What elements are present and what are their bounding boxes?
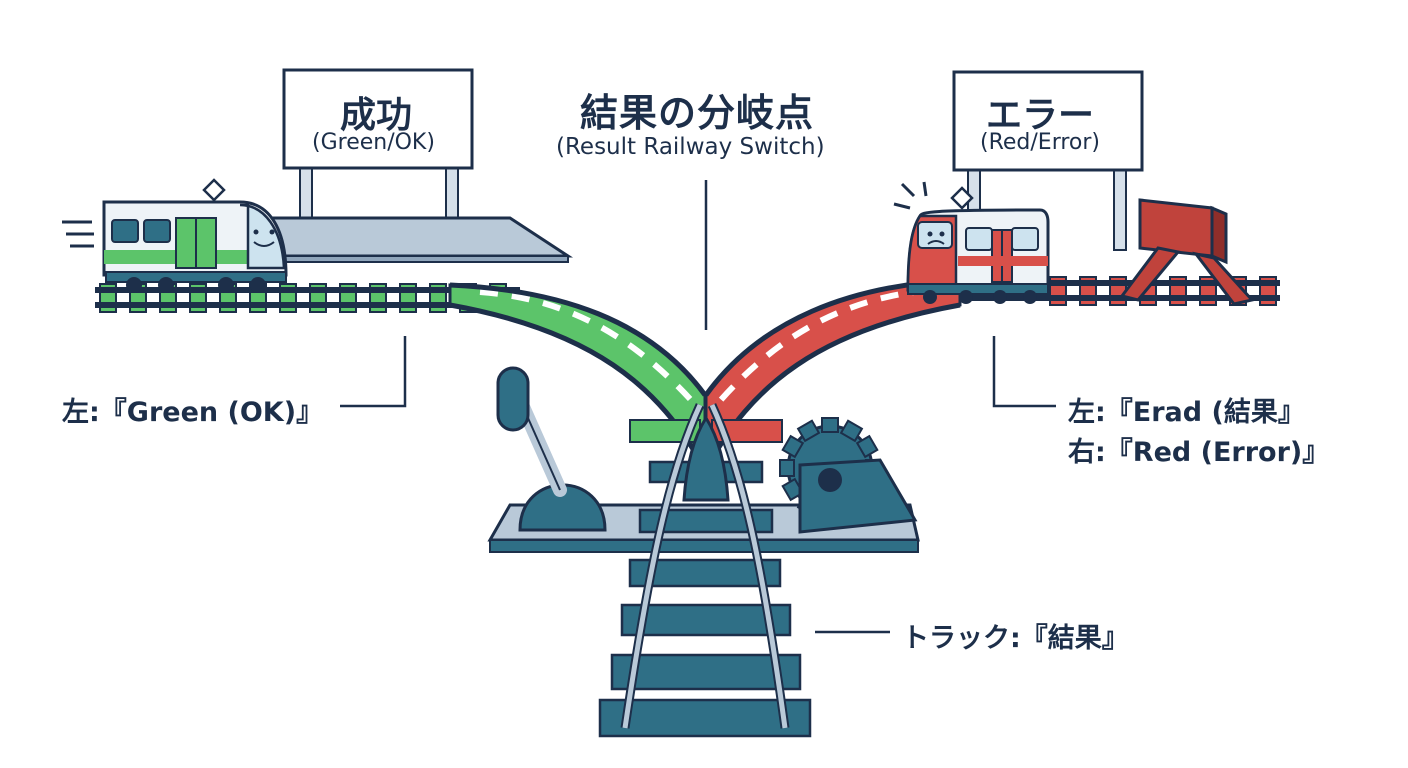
gear-tooth bbox=[779, 459, 795, 477]
error-sign bbox=[952, 70, 1144, 251]
red-track-label-line1: 左:『Erad (結果』 bbox=[1068, 397, 1305, 428]
red-train bbox=[893, 181, 1050, 304]
diagram-title: 結果の分岐点 bbox=[580, 91, 815, 135]
green-branch-track bbox=[448, 282, 708, 472]
rail-tie bbox=[610, 653, 802, 691]
success-sign bbox=[282, 68, 474, 221]
success-sign-title: 成功 bbox=[340, 95, 413, 136]
buffer-stop bbox=[1119, 198, 1255, 306]
station-platform bbox=[268, 216, 574, 263]
gear-tooth bbox=[796, 419, 821, 443]
main-track-label: トラック:『結果』 bbox=[902, 623, 1129, 654]
rail-tie bbox=[638, 508, 774, 534]
error-sign-subtitle: (Red/Error) bbox=[980, 130, 1101, 155]
rail-tie bbox=[598, 698, 812, 738]
success-sign-subtitle: (Green/OK) bbox=[312, 130, 435, 155]
diagram-subtitle: (Result Railway Switch) bbox=[556, 134, 825, 160]
main-track bbox=[598, 403, 812, 738]
green-leader-line bbox=[340, 336, 407, 408]
switch-lever bbox=[496, 366, 607, 532]
red-leader-line bbox=[992, 336, 1056, 408]
error-sign-title: エラー bbox=[986, 95, 1095, 136]
gear-tooth bbox=[855, 434, 879, 459]
green-train bbox=[62, 178, 288, 293]
gear-tooth bbox=[839, 419, 864, 443]
green-track-label: 左:『Green (OK)』 bbox=[62, 397, 324, 428]
red-track-label-line2: 右:『Red (Error)』 bbox=[1068, 437, 1330, 468]
gear-machine bbox=[779, 417, 918, 534]
rail-tie bbox=[620, 603, 792, 637]
gear-tooth bbox=[821, 417, 839, 433]
gear-tooth bbox=[781, 434, 805, 459]
leader-lines bbox=[340, 180, 1056, 634]
